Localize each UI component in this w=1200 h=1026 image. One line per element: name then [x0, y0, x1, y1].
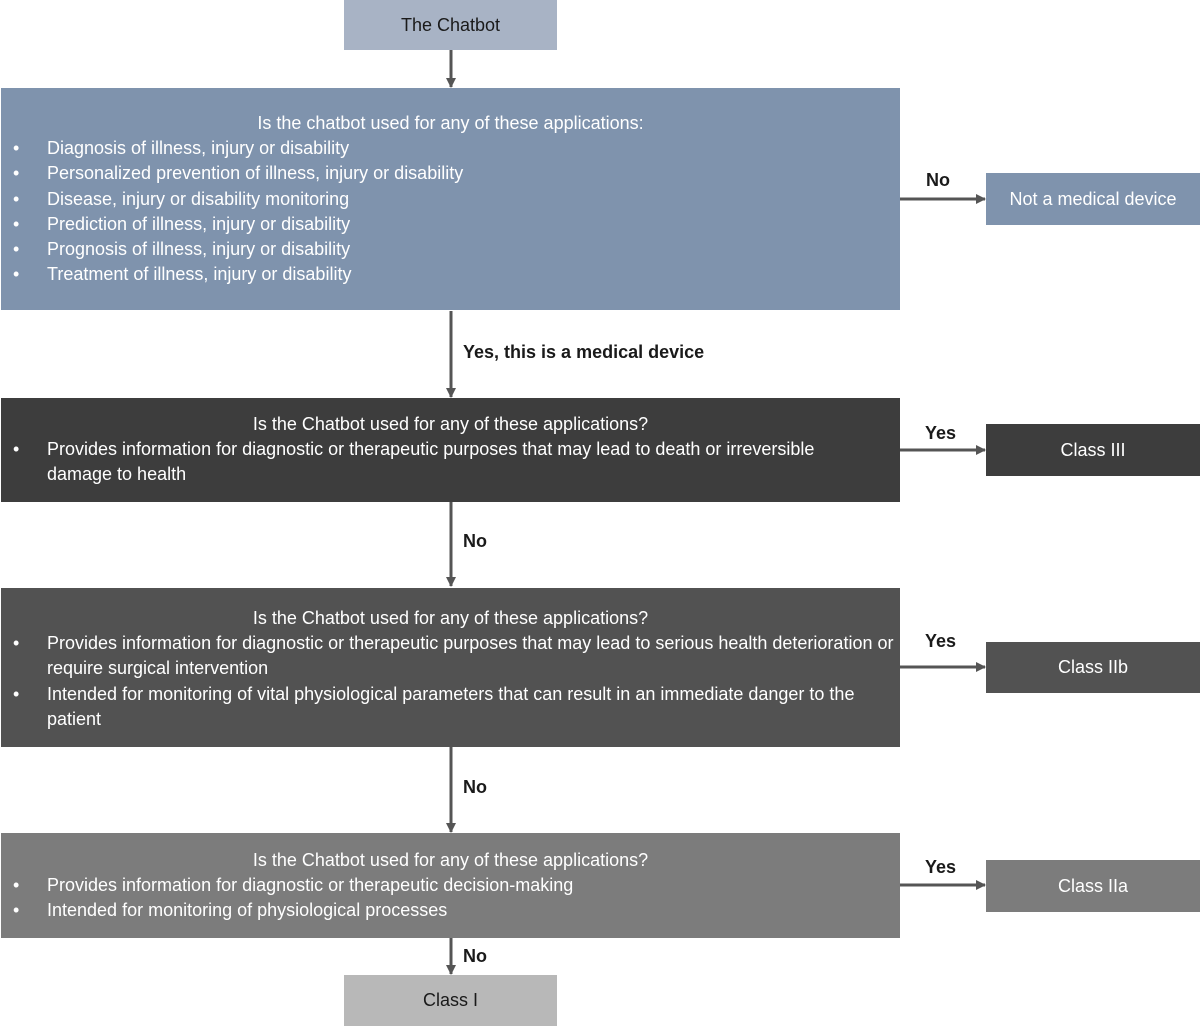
question-2-title: Is the Chatbot used for any of these app… [252, 414, 649, 434]
outcome-class-i: Class I [344, 975, 557, 1026]
question-2-box: Is the Chatbot used for any of these app… [1, 398, 900, 502]
edge-label-q3-yes: Yes [925, 631, 957, 651]
list-item: Provides information for diagnostic or t… [1, 873, 900, 899]
edge-label-q2-no: No [463, 531, 487, 551]
outcome-not-medical-device-label: Not a medical device [1009, 188, 1177, 209]
question-1-title: Is the chatbot used for any of these app… [257, 113, 644, 133]
outcome-class-iib: Class IIb [986, 642, 1200, 693]
edge-label-q3-no: No [463, 777, 487, 797]
question-2-list: Provides information for diagnostic or t… [1, 437, 900, 488]
edge-label-q4-no: No [463, 946, 487, 966]
outcome-class-i-label: Class I [422, 990, 478, 1010]
list-item: Intended for monitoring of physiological… [1, 898, 900, 924]
edge-label-q1-yes: Yes, this is a medical device [463, 342, 705, 362]
edge-label-q2-yes: Yes [925, 423, 957, 443]
edge-label-q1-no: No [926, 170, 950, 190]
question-1-box: Is the chatbot used for any of these app… [1, 88, 900, 310]
list-item: Personalized prevention of illness, inju… [1, 161, 900, 187]
list-item: Intended for monitoring of vital physiol… [1, 682, 896, 733]
list-item: Provides information for diagnostic or t… [1, 437, 850, 488]
question-3-title: Is the Chatbot used for any of these app… [252, 608, 649, 628]
question-4-box: Is the Chatbot used for any of these app… [1, 833, 900, 938]
list-item: Diagnosis of illness, injury or disabili… [1, 136, 900, 162]
start-node: The Chatbot [344, 0, 557, 50]
list-item: Prognosis of illness, injury or disabili… [1, 237, 900, 263]
list-item: Disease, injury or disability monitoring [1, 187, 900, 213]
edge-label-q4-yes: Yes [925, 857, 957, 877]
outcome-class-iia-label: Class IIa [1057, 875, 1129, 896]
question-3-list: Provides information for diagnostic or t… [1, 631, 900, 732]
outcome-class-iii-label: Class III [1060, 439, 1126, 460]
question-3-box: Is the Chatbot used for any of these app… [1, 588, 900, 747]
outcome-class-iia: Class IIa [986, 860, 1200, 912]
list-item: Provides information for diagnostic or t… [1, 631, 896, 682]
outcome-class-iii: Class III [986, 424, 1200, 476]
question-4-title: Is the Chatbot used for any of these app… [252, 850, 649, 870]
list-item: Prediction of illness, injury or disabil… [1, 212, 900, 238]
list-item: Treatment of illness, injury or disabili… [1, 262, 900, 288]
question-1-list: Diagnosis of illness, injury or disabili… [1, 136, 900, 288]
outcome-class-iib-label: Class IIb [1057, 657, 1129, 677]
question-4-list: Provides information for diagnostic or t… [1, 873, 900, 924]
outcome-not-medical-device: Not a medical device [986, 173, 1200, 225]
start-node-label: The Chatbot [400, 14, 501, 35]
